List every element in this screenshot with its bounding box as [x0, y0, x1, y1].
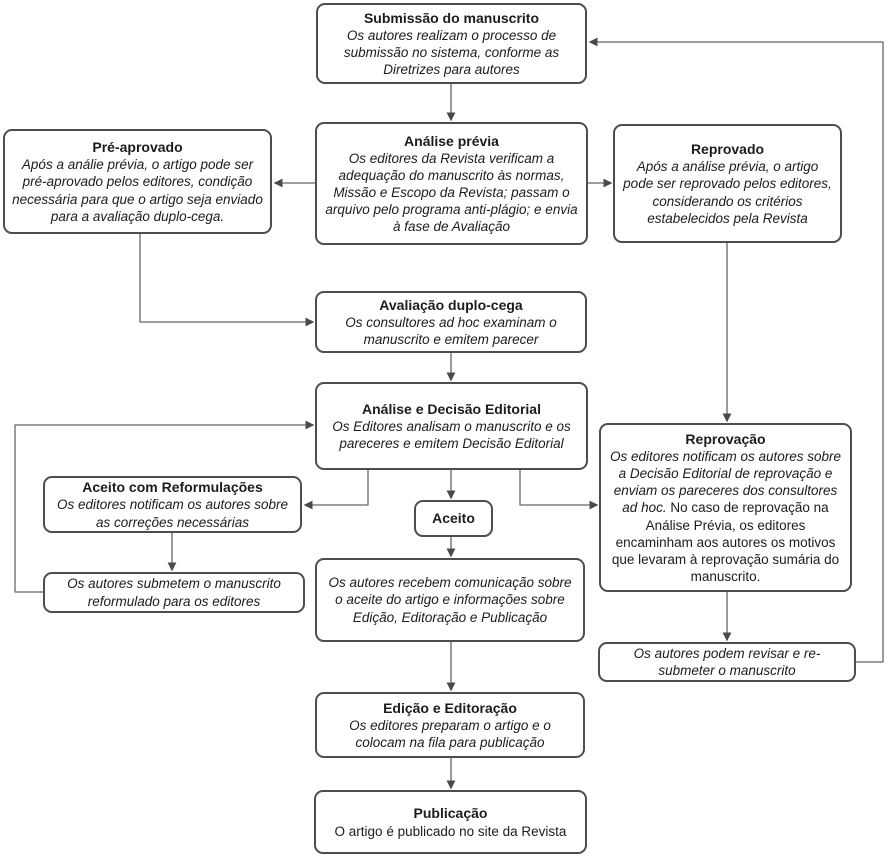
node-body: Os editores da Revista verificam a adequ… — [325, 150, 578, 235]
node-body: Os Editores analisam o manuscrito e os p… — [332, 418, 571, 452]
node-title: Edição e Editoração — [383, 699, 517, 716]
node-body: Os editores preparam o artigo e o coloca… — [349, 717, 551, 751]
node-submetem-reformulado: Os autores submetem o manuscrito reformu… — [43, 572, 305, 613]
node-title: Reprovação — [685, 430, 766, 447]
node-title: Análise prévia — [404, 132, 499, 149]
node-body-italic-part: Os editores notificam os autores sobre a… — [609, 449, 842, 516]
node-body-regular-part: No caso de reprovação na Análise Prévia,… — [611, 500, 840, 585]
node-body: Os editores notificam os autores sobre a… — [606, 448, 845, 585]
node-body: Os consultores ad hoc examinam o manuscr… — [345, 314, 557, 348]
node-analise-previa: Análise prévia Os editores da Revista ve… — [315, 122, 588, 245]
node-title: Análise e Decisão Editorial — [362, 400, 541, 417]
node-body: Os autores realizam o processo de submis… — [343, 27, 560, 78]
node-body: Após a análise prévia, o artigo pode ser… — [623, 159, 832, 226]
node-podem-revisar: Os autores podem revisar e re-submeter o… — [598, 642, 856, 682]
connector-analise-decisao-aceito-reformulacoes — [303, 470, 369, 510]
node-aceito: Aceito — [414, 500, 493, 537]
connector-pre-aprovado-avaliacao — [139, 234, 315, 327]
node-aceito-com-reformulacoes: Aceito com Reformulações Os editores not… — [43, 476, 302, 533]
node-analise-decisao-editorial: Análise e Decisão Editorial Os Editores … — [315, 382, 588, 470]
node-pre-aprovado: Pré-aprovado Após a análie prévia, o art… — [3, 129, 272, 234]
node-reprovado: Reprovado Após a análise prévia, o artig… — [613, 124, 842, 243]
node-title: Publicação — [413, 805, 488, 822]
node-title: Aceito com Reformulações — [82, 479, 263, 496]
node-body: O artigo é publicado no site da Revista — [334, 823, 567, 839]
node-body: Os editores notificam os autores sobre a… — [56, 497, 289, 530]
node-body: Os autores submetem o manuscrito reformu… — [67, 576, 281, 609]
node-title: Reprovado — [690, 141, 765, 158]
node-body: Após a análie prévia, o artigo pode ser … — [12, 157, 263, 224]
node-submissao-manuscrito: Submissão do manuscrito Os autores reali… — [316, 3, 587, 84]
node-title: Submissão do manuscrito — [363, 9, 540, 26]
connector-analise-decisao-reprovacao — [519, 470, 599, 510]
node-reprovacao: Reprovação Os editores notificam os auto… — [599, 423, 852, 592]
node-edicao-editoracao: Edição e Editoração Os editores preparam… — [315, 692, 585, 758]
node-body: Os autores recebem comunicação sobre o a… — [328, 575, 572, 625]
node-recebem-comunicacao: Os autores recebem comunicação sobre o a… — [315, 558, 585, 642]
node-title: Pré-aprovado — [92, 139, 183, 156]
node-body: Os autores podem revisar e re-submeter o… — [633, 645, 821, 678]
node-title: Avaliação duplo-cega — [379, 296, 523, 313]
node-title: Aceito — [432, 510, 475, 527]
node-avaliacao-duplo-cega: Avaliação duplo-cega Os consultores ad h… — [315, 291, 587, 353]
node-publicacao: Publicação O artigo é publicado no site … — [314, 790, 587, 854]
